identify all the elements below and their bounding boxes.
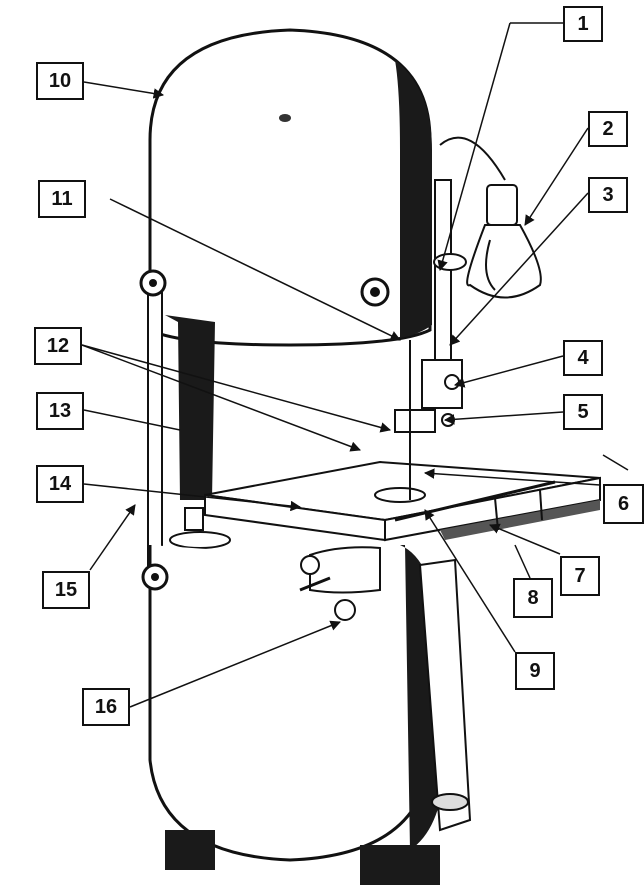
tension-knobs bbox=[139, 269, 390, 307]
callout-label-8: 8 bbox=[513, 578, 553, 618]
callout-label-10: 10 bbox=[36, 62, 84, 100]
lower-knob bbox=[141, 563, 169, 591]
callout-label-9: 9 bbox=[515, 652, 555, 690]
callout-label-7: 7 bbox=[560, 556, 600, 596]
callout-label-6: 6 bbox=[603, 484, 644, 524]
callout-label-12: 12 bbox=[34, 327, 82, 365]
left-blade-guard bbox=[147, 289, 215, 581]
callout-label-2: 2 bbox=[588, 111, 628, 147]
callout-label-14: 14 bbox=[36, 465, 84, 503]
callout-label-16: 16 bbox=[82, 688, 130, 726]
saw-table bbox=[169, 460, 601, 549]
lower-wheel-housing bbox=[148, 545, 472, 885]
callout-label-5: 5 bbox=[563, 394, 603, 430]
table-tilt-mechanism bbox=[299, 546, 381, 621]
callout-label-13: 13 bbox=[36, 392, 84, 430]
upper-wheel-housing bbox=[148, 28, 432, 347]
callout-label-15: 15 bbox=[42, 571, 90, 609]
callout-label-3: 3 bbox=[588, 177, 628, 213]
callout-label-11: 11 bbox=[38, 180, 86, 218]
callout-label-4: 4 bbox=[563, 340, 603, 376]
work-lamp bbox=[439, 136, 542, 299]
leader-lines bbox=[81, 22, 629, 708]
callout-label-1: 1 bbox=[563, 6, 603, 42]
